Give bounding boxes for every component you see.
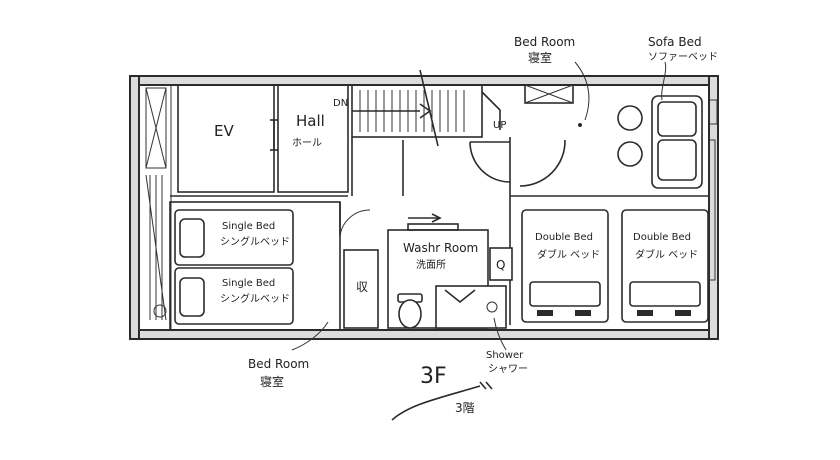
- shower-label-en: Shower: [486, 350, 524, 361]
- elevator-label: EV: [214, 122, 234, 140]
- corridor-walls: [170, 137, 566, 325]
- double-bed-2-label-en: Double Bed: [633, 232, 691, 243]
- sofa-bed-label-en: Sofa Bed: [648, 35, 702, 49]
- single-bed-2-label-en: Single Bed: [222, 278, 275, 289]
- side-table-upper: [617, 105, 643, 131]
- toilet-bowl: [398, 299, 422, 329]
- q-label: Q: [496, 258, 505, 272]
- elevator-room: EV: [177, 84, 278, 193]
- q-box: [489, 247, 513, 281]
- left-bedroom: Single Bed シングルベッド Single Bed シングルベッド: [169, 201, 371, 331]
- hall-label-en: Hall: [296, 112, 325, 130]
- bedroom-bottom-label-jp: 寝室: [260, 374, 284, 389]
- hall-room: Hall ホール: [277, 84, 349, 193]
- double-bed-1-label-jp: ダブル ベッド: [537, 248, 600, 261]
- right-bedroom: Double Bed ダブル ベッド Double Bed ダブル ベッド: [510, 139, 716, 323]
- hall-label-jp: ホール: [292, 137, 322, 149]
- side-table-lower: [617, 141, 643, 167]
- annotation-leaders: [291, 61, 667, 351]
- washroom: Washr Room 洗面所 Q: [387, 213, 513, 329]
- single-bed-1-label-jp: シングルベッド: [220, 235, 290, 248]
- bedroom-top-label-jp: 寝室: [528, 50, 552, 65]
- stairs-down-label: DN: [333, 98, 348, 109]
- top-right-bedroom: [524, 84, 718, 189]
- storage-closet: 収: [343, 249, 379, 329]
- bedroom-top-label-en: Bed Room: [514, 35, 575, 49]
- single-bed-1-label-en: Single Bed: [222, 221, 275, 232]
- floor-label-jp: 3階: [455, 400, 475, 415]
- stairs-up-label: UP: [493, 120, 506, 131]
- bedroom-bottom-label-en: Bed Room: [248, 357, 309, 371]
- floor-title: 3F 3階: [391, 364, 493, 421]
- sofa-bed-label-jp: ソファーベッド: [648, 51, 718, 63]
- washroom-label-jp: 洗面所: [416, 259, 446, 271]
- left-window-strip: [138, 84, 172, 331]
- double-bed-2-label-jp: ダブル ベッド: [635, 248, 698, 261]
- storage-label: 収: [356, 280, 368, 294]
- staircase: DN UP: [333, 69, 506, 147]
- double-bed-1-label-en: Double Bed: [535, 232, 593, 243]
- single-bed-2-label-jp: シングルベッド: [220, 292, 290, 305]
- shower-label-jp: シャワー: [488, 364, 528, 375]
- floor-label-en: 3F: [420, 364, 447, 389]
- washroom-label-en: Washr Room: [403, 241, 478, 255]
